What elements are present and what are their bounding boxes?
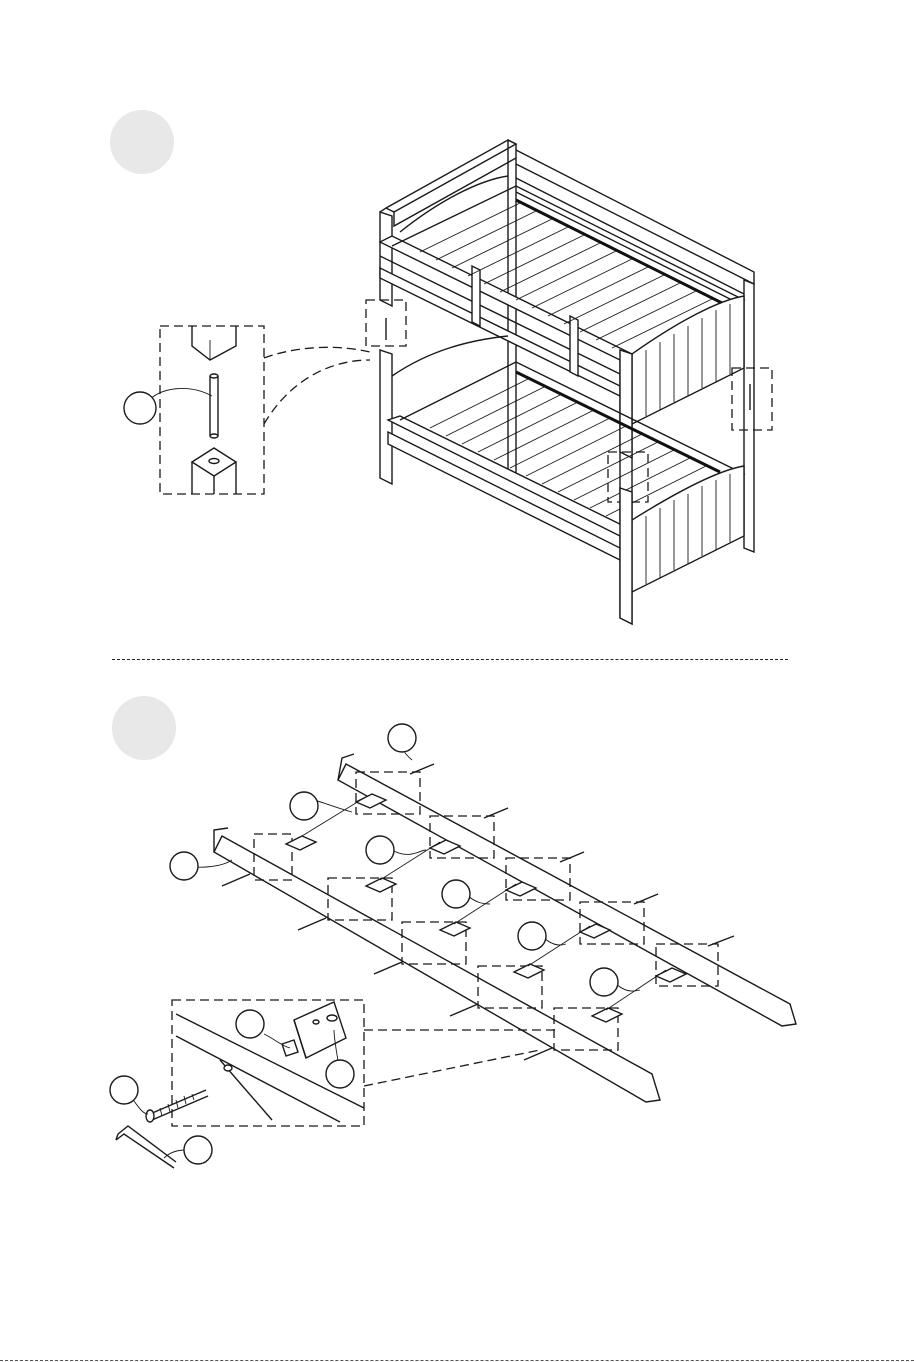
callout-slat-5 — [590, 968, 618, 996]
callout-slat-3 — [442, 880, 470, 908]
callout-slat-4 — [518, 922, 546, 950]
callout-detail-dowel — [236, 1010, 264, 1038]
bolt-icon — [146, 1090, 208, 1122]
allen-key-icon — [116, 1126, 176, 1168]
callout-rail-back — [388, 724, 416, 752]
callout-bolt — [110, 1076, 138, 1104]
callout-slat-2 — [366, 836, 394, 864]
callout-allen-key — [184, 1136, 212, 1164]
callout-rail-front — [170, 852, 198, 880]
callout-slat-1 — [290, 792, 318, 820]
callout-detail-barrel — [326, 1060, 354, 1088]
